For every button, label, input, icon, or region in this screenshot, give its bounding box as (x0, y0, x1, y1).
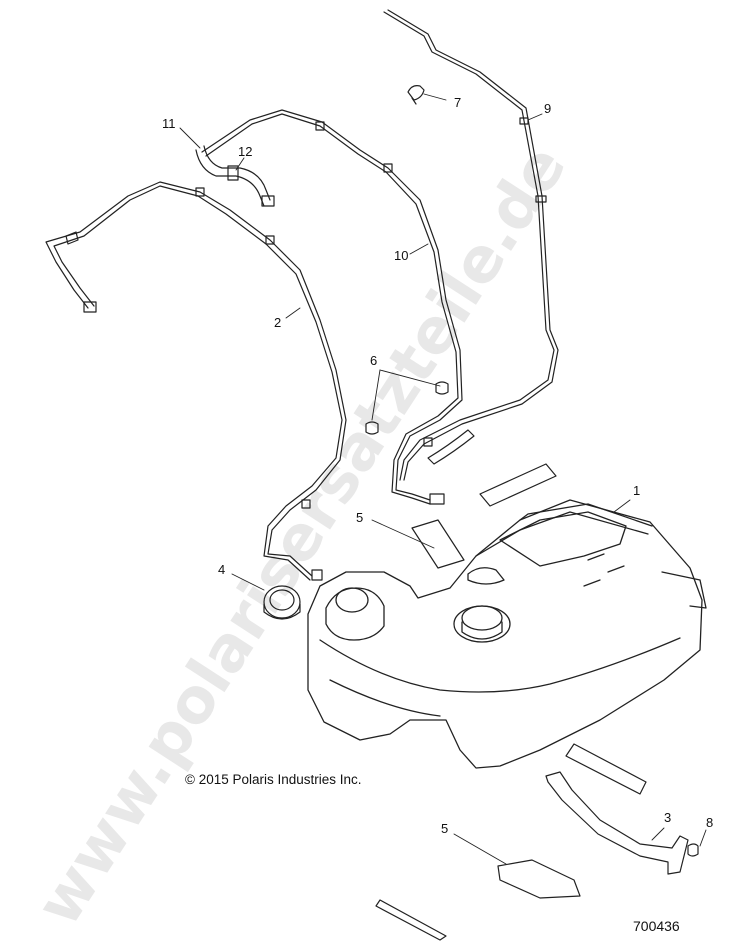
callout-6: 6 (370, 353, 378, 368)
fuel-tank-1 (307, 499, 707, 769)
fuel-cap-4 (263, 585, 301, 620)
callout-7: 7 (454, 95, 462, 110)
vent-line-10 (201, 109, 463, 505)
copyright-notice: © 2015 Polaris Industries Inc. (185, 772, 362, 787)
diagram-number: 700436 (633, 918, 680, 934)
elbow-hose-12 (195, 145, 275, 207)
callout-2: 2 (274, 315, 282, 330)
clip-7 (407, 85, 425, 105)
vent-line-2 (45, 181, 347, 581)
callout-3: 3 (664, 810, 672, 825)
bolt-8 (687, 843, 699, 857)
callout-5-lower: 5 (441, 821, 449, 836)
callout-1: 1 (633, 483, 641, 498)
strap-3 (545, 771, 689, 875)
callout-5-upper: 5 (356, 510, 364, 525)
callout-10: 10 (394, 248, 409, 263)
callout-8: 8 (706, 815, 714, 830)
leader-lines (179, 93, 707, 865)
callout-12: 12 (238, 144, 253, 159)
callout-9: 9 (544, 101, 552, 116)
clips-6 (365, 381, 449, 435)
callout-4: 4 (218, 562, 226, 577)
vent-line-9 (383, 9, 559, 481)
pads-5 (375, 463, 647, 941)
callout-11: 11 (162, 116, 176, 131)
